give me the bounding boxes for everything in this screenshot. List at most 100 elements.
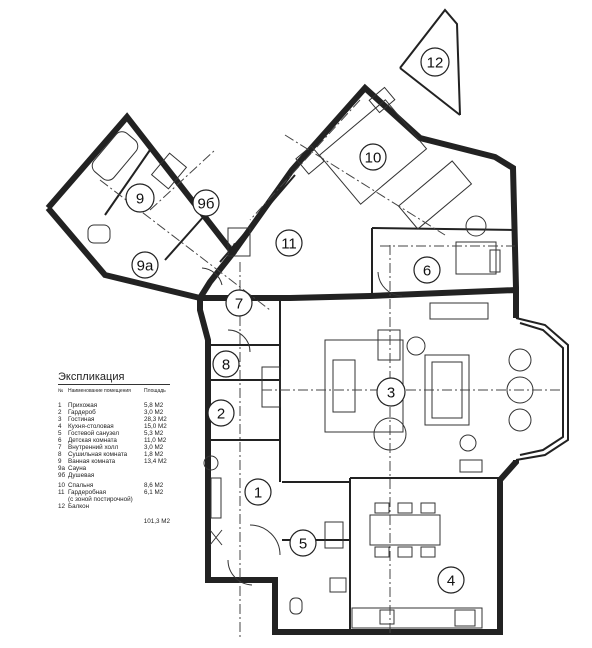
legend-row-name: Детская комната bbox=[68, 437, 117, 444]
legend-row-no: 2 bbox=[58, 409, 62, 416]
room-marker: 6 bbox=[413, 256, 441, 284]
room-marker-circle bbox=[420, 47, 450, 77]
legend-row-name: Внутренний холл bbox=[68, 444, 119, 451]
room-number: 9 bbox=[136, 191, 144, 208]
legend-row-area: 13,4 М2 bbox=[144, 458, 167, 465]
legend-row-area: 28,3 М2 bbox=[144, 416, 167, 423]
room-marker-circle bbox=[376, 377, 406, 407]
legend-row-name: Спальня bbox=[68, 482, 94, 489]
legend-row-area bbox=[144, 496, 170, 503]
room-marker-circle bbox=[359, 143, 387, 171]
room-marker-circle bbox=[125, 183, 155, 213]
exterior-walls bbox=[45, 8, 569, 635]
legend-row-area: 3,0 М2 bbox=[144, 409, 164, 416]
legend-row-area: 6,1 М2 bbox=[144, 489, 164, 496]
room-number: 5 bbox=[299, 536, 307, 553]
legend-row-area bbox=[144, 465, 170, 472]
legend-row-no: 6 bbox=[58, 437, 62, 444]
legend-row-area: 1,8 М2 bbox=[144, 451, 164, 458]
legend-row-no: 10 bbox=[58, 482, 66, 489]
legend-title: Экспликация bbox=[58, 371, 170, 385]
room-number: 8 bbox=[222, 357, 230, 374]
legend-row-name: Гардеробная bbox=[68, 489, 107, 496]
room-marker: 5 bbox=[289, 529, 317, 557]
legend-row: 1 Прихожая 5,8 М2 bbox=[58, 402, 170, 409]
legend-row-no: 9 bbox=[58, 458, 62, 465]
legend-row-name: Сушильная комната bbox=[68, 451, 128, 458]
room-marker-circle bbox=[192, 189, 220, 217]
legend-row: 7 Внутренний холл 3,0 М2 bbox=[58, 444, 170, 451]
room-marker-circle bbox=[413, 256, 441, 284]
legend-header: № Наименование помещения Площадь bbox=[58, 388, 170, 394]
legend-row-area: 5,3 М2 bbox=[144, 430, 164, 437]
legend-row-no: 9а bbox=[58, 465, 66, 472]
legend-row-name: Балкон bbox=[68, 503, 90, 510]
legend-row: 9 Ванная комната 13,4 М2 bbox=[58, 458, 170, 465]
legend-row-name: (с зоной постирочной) bbox=[68, 496, 133, 503]
legend-row-area: 8,6 М2 bbox=[144, 482, 164, 489]
legend-total: 101,3 М2 bbox=[143, 518, 170, 525]
room-number: 12 bbox=[427, 55, 444, 72]
legend-row: (с зоной постирочной) bbox=[58, 496, 170, 503]
room-number: 10 bbox=[365, 150, 382, 167]
room-number: 2 bbox=[217, 406, 225, 423]
legend-row-name: Душевая bbox=[68, 472, 95, 479]
legend-row-area bbox=[144, 503, 170, 510]
legend-row-name: Гостевой санузел bbox=[68, 430, 120, 437]
legend-row-no: 1 bbox=[58, 402, 62, 409]
room-marker: 12 bbox=[420, 47, 450, 77]
room-number: 9а bbox=[137, 258, 154, 275]
legend-head-name: Наименование помещения bbox=[68, 388, 131, 394]
axis-lines bbox=[99, 99, 560, 640]
room-number: 1 bbox=[254, 485, 262, 502]
room-number: 6 bbox=[423, 263, 431, 280]
room-marker: 10 bbox=[359, 143, 387, 171]
room-marker: 9б bbox=[192, 189, 220, 217]
legend-row-name: Кухня-столовая bbox=[68, 423, 114, 430]
legend-row-no bbox=[58, 496, 68, 503]
room-marker-circle bbox=[207, 399, 235, 427]
room-marker-circle bbox=[244, 478, 272, 506]
legend-row-area bbox=[144, 472, 170, 479]
room-marker: 1 bbox=[244, 478, 272, 506]
legend-row-area: 5,8 М2 bbox=[144, 402, 164, 409]
room-number: 11 bbox=[281, 236, 297, 253]
legend-explication: Экспликация № Наименование помещения Пло… bbox=[58, 371, 170, 525]
room-marker: 7 bbox=[225, 289, 253, 317]
room-marker: 3 bbox=[376, 377, 406, 407]
room-number: 9б bbox=[198, 196, 215, 213]
legend-row-no: 9б bbox=[58, 472, 66, 479]
legend-row-name: Гостиная bbox=[68, 416, 95, 423]
room-marker-circle bbox=[275, 229, 303, 257]
legend-row-no: 5 bbox=[58, 430, 62, 437]
legend-head-area: Площадь bbox=[144, 388, 166, 394]
room-marker-circle bbox=[289, 529, 317, 557]
room-marker: 9а bbox=[131, 251, 159, 279]
legend-row-name: Ванная комната bbox=[68, 458, 116, 465]
room-marker-circle bbox=[437, 566, 465, 594]
room-number: 3 bbox=[387, 385, 395, 402]
legend-row-name: Сауна bbox=[68, 465, 87, 472]
room-number: 7 bbox=[235, 296, 243, 313]
room-marker: 8 bbox=[212, 350, 240, 378]
room-marker: 11 bbox=[275, 229, 303, 257]
legend-row-name: Прихожая bbox=[68, 402, 98, 409]
legend-row: 5 Гостевой санузел 5,3 М2 bbox=[58, 430, 170, 437]
legend-row-no: 7 bbox=[58, 444, 62, 451]
legend-row: 2 Гардероб 3,0 М2 bbox=[58, 409, 170, 416]
legend-row-area: 3,0 М2 bbox=[144, 444, 164, 451]
legend-row-no: 11 bbox=[58, 489, 65, 496]
legend-row-name: Гардероб bbox=[68, 409, 96, 416]
legend-head-no: № bbox=[58, 388, 64, 394]
